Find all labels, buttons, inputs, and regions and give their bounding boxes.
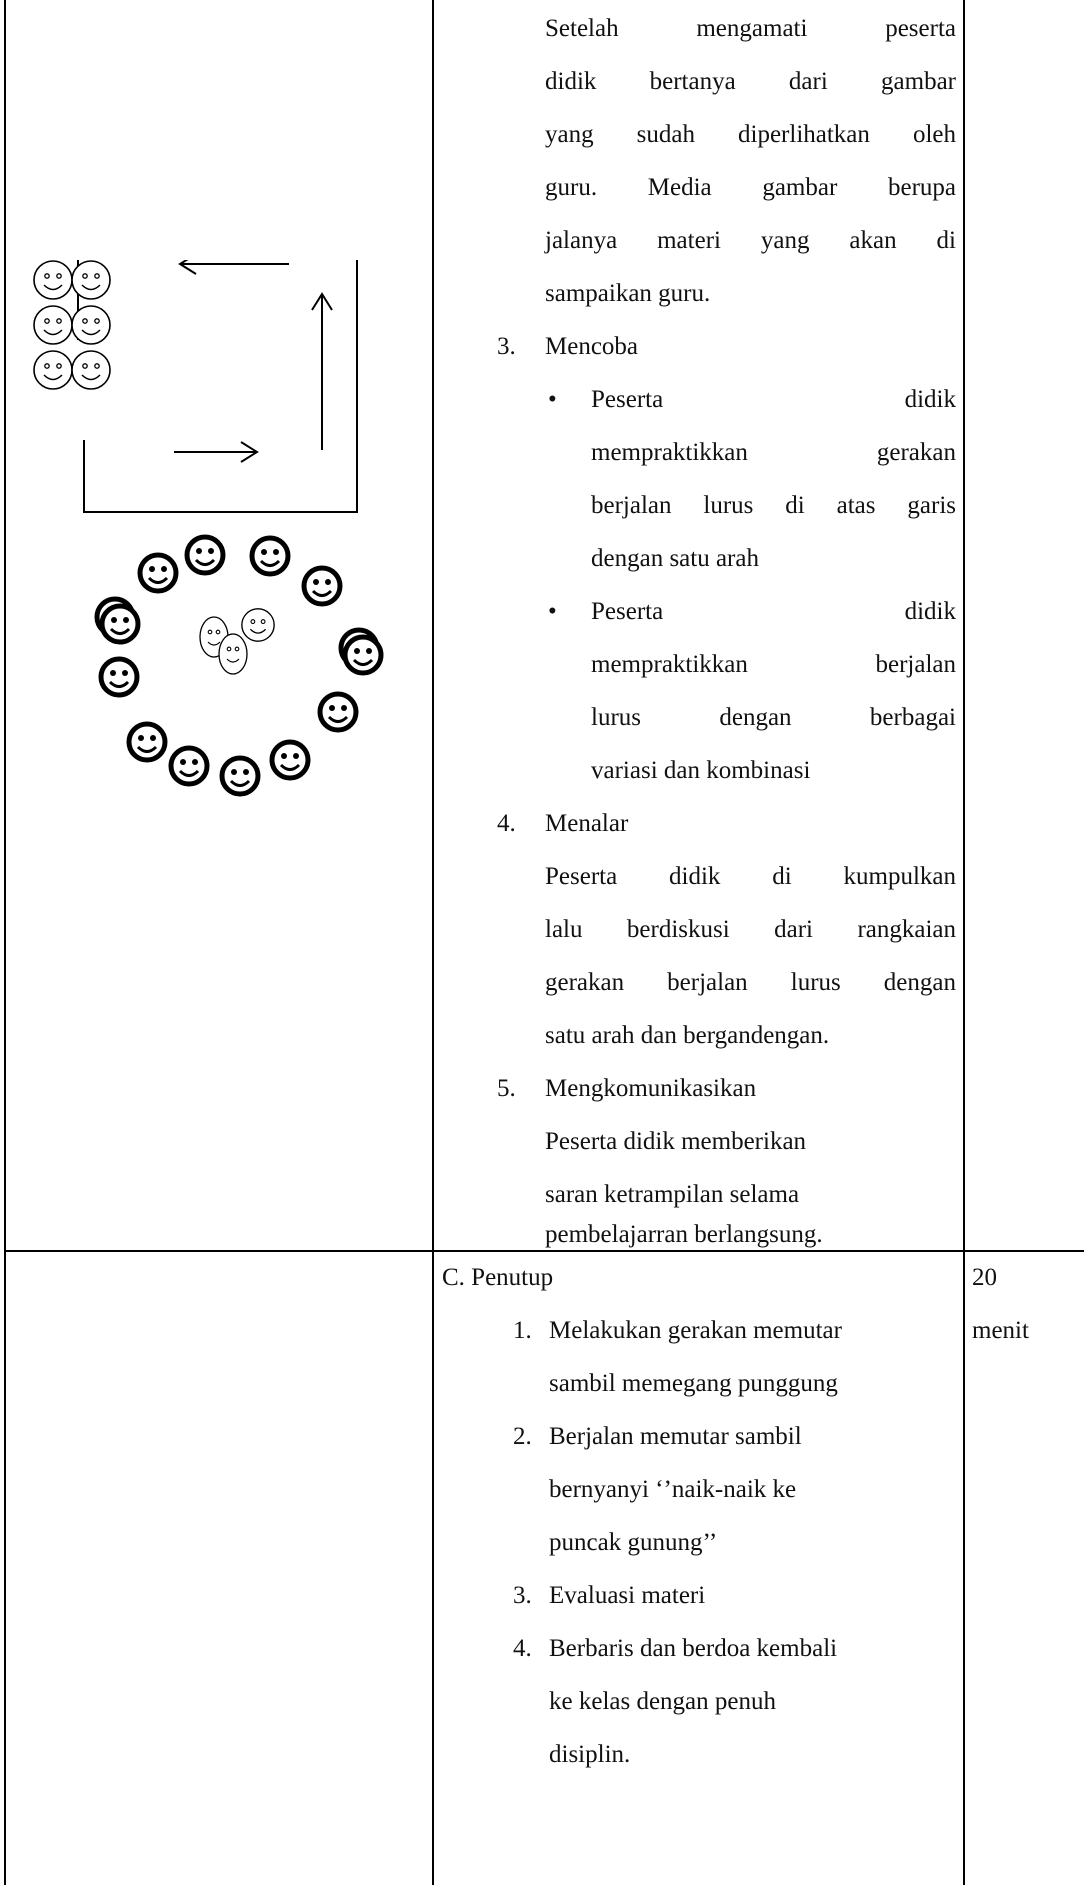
bullet-icon: • — [548, 386, 557, 413]
smiley-face-icon — [187, 537, 223, 573]
smiley-face-icon — [33, 350, 73, 390]
table-divider-col2 — [963, 0, 965, 1885]
bullet-line: variasi dan kombinasi — [591, 757, 811, 784]
smiley-face-icon — [320, 694, 356, 730]
closing-item-number: 3. — [513, 1582, 532, 1609]
closing-section-cell: C. Penutup 1. Melakukan gerakan memutar … — [434, 1252, 963, 1885]
smiley-face-icon — [222, 758, 258, 794]
table-border-left — [4, 0, 6, 1885]
closing-item-line: ke kelas dengan penuh — [549, 1688, 777, 1715]
bullet-icon: • — [548, 598, 557, 625]
intro-line: sampaikan guru. — [545, 280, 711, 307]
arrow-right-icon — [174, 441, 259, 463]
step4-line: gerakan berjalan lurus dengan — [545, 969, 956, 996]
intro-line: guru. Media gambar berupa — [545, 174, 956, 201]
step5-line: saran ketrampilan selama — [545, 1181, 800, 1208]
closing-item-line: Berjalan memutar sambil — [549, 1423, 802, 1450]
arrow-up-icon — [311, 292, 333, 450]
step5-line: Peserta didik memberikan — [545, 1128, 807, 1155]
step5-line: pembelajarran berlangsung. — [545, 1221, 823, 1248]
intro-line: Setelah mengamati peserta — [545, 15, 956, 42]
smiley-face-icon — [345, 637, 381, 673]
smiley-face-icon — [171, 748, 207, 784]
step-number: 5. — [497, 1075, 516, 1102]
closing-item-number: 4. — [513, 1635, 532, 1662]
step4-line: Peserta didik di kumpulkan — [545, 863, 956, 890]
smiley-face-icon — [71, 350, 111, 390]
step4-line: lalu berdiskusi dari rangkaian — [545, 916, 956, 943]
closing-item-number: 1. — [513, 1317, 532, 1344]
smiley-face-icon — [252, 538, 288, 574]
formation-diagrams — [6, 229, 430, 800]
step4-line: satu arah dan bergandengan. — [545, 1022, 830, 1049]
student-group-column — [33, 260, 111, 390]
smiley-face-icon — [304, 568, 340, 604]
learning-steps-cell: Setelah mengamati peserta didik bertanya… — [434, 0, 963, 1250]
closing-item-line: Berbaris dan berdoa kembali — [549, 1635, 838, 1662]
bullet-line: berjalan lurus di atas garis — [591, 492, 956, 519]
arrow-left-icon — [178, 253, 289, 275]
smiley-face-icon — [33, 305, 73, 345]
closing-item-line: sambil memegang punggung — [549, 1370, 838, 1397]
time-allocation-cell: 20 menit — [965, 1252, 1084, 1885]
smiley-face-icon — [140, 555, 176, 591]
step-number: 3. — [497, 333, 516, 360]
bullet-line: Peserta didik — [591, 386, 956, 413]
smiley-face-icon — [102, 606, 138, 642]
intro-line: yang sudah diperlihatkan oleh — [545, 121, 956, 148]
bullet-line: dengan satu arah — [591, 545, 759, 572]
time-value: 20 — [972, 1264, 997, 1291]
step-title-mencoba: Mencoba — [545, 333, 639, 360]
bullet-line: mempraktikkan gerakan — [591, 439, 956, 466]
closing-item-line: Evaluasi materi — [549, 1582, 706, 1609]
closing-item-number: 2. — [513, 1423, 532, 1450]
closing-item-line: Melakukan gerakan memutar — [549, 1317, 842, 1344]
bullet-line: mempraktikkan berjalan — [591, 651, 956, 678]
step-title-menalar: Menalar — [545, 810, 629, 837]
smiley-face-icon — [272, 742, 308, 778]
section-title-penutup: C. Penutup — [442, 1264, 554, 1291]
intro-line: jalanya materi yang akan di — [545, 227, 956, 254]
smiley-face-icon — [71, 305, 111, 345]
smiley-face-icon — [71, 260, 111, 300]
step-title-mengkomunikasikan: Mengkomunikasikan — [545, 1075, 757, 1102]
formation-diagram-svg — [33, 229, 430, 800]
smiley-face-icon — [241, 608, 275, 642]
walking-path-outline — [77, 229, 358, 513]
bullet-line: Peserta didik — [591, 598, 956, 625]
smiley-face-icon — [129, 724, 165, 760]
time-unit: menit — [972, 1317, 1029, 1344]
intro-line: didik bertanya dari gambar — [545, 68, 956, 95]
table-divider-col1 — [432, 0, 434, 1885]
smiley-face-icon — [33, 260, 73, 300]
bullet-line: lurus dengan berbagai — [591, 704, 956, 731]
closing-item-line: disiplin. — [549, 1741, 631, 1768]
student-circle-formation — [97, 537, 381, 794]
closing-item-line: puncak gunung’’ — [549, 1529, 718, 1556]
closing-item-line: bernyanyi ‘’naik-naik ke — [549, 1476, 797, 1503]
smiley-face-icon — [101, 659, 137, 695]
table-row-divider — [4, 1250, 1084, 1252]
smiley-face-icon — [218, 633, 248, 675]
step-number: 4. — [497, 810, 516, 837]
